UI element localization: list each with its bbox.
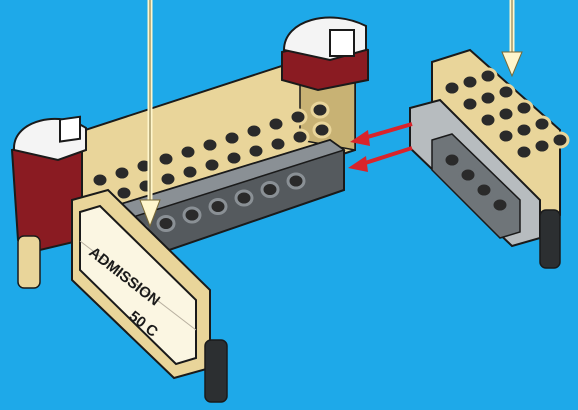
stud (114, 166, 130, 180)
right-pillar (282, 18, 368, 90)
stud (498, 107, 514, 121)
stud (160, 172, 176, 186)
stud (158, 217, 174, 231)
stud (516, 101, 532, 115)
stud (210, 200, 226, 214)
stud (492, 198, 508, 212)
stud (116, 186, 132, 200)
stud (314, 123, 330, 137)
stud (158, 152, 174, 166)
stud (516, 123, 532, 137)
stud (534, 117, 550, 131)
stud (236, 191, 252, 205)
stud (480, 91, 496, 105)
stud (290, 110, 306, 124)
stud (480, 69, 496, 83)
stud (92, 173, 108, 187)
stud (462, 97, 478, 111)
stud (462, 75, 478, 89)
stud (224, 131, 240, 145)
stud (498, 129, 514, 143)
stud (476, 183, 492, 197)
stud (270, 137, 286, 151)
stud (262, 183, 278, 197)
stud (444, 153, 460, 167)
stud (288, 174, 304, 188)
stud (312, 103, 328, 117)
stud (268, 117, 284, 131)
stud (534, 139, 550, 153)
stud (498, 85, 514, 99)
stud (204, 158, 220, 172)
stud (180, 145, 196, 159)
stud (444, 81, 460, 95)
stud (226, 151, 242, 165)
stud (184, 208, 200, 222)
stud (480, 113, 496, 127)
stud (202, 138, 218, 152)
stud (182, 165, 198, 179)
stud (292, 130, 308, 144)
stud (516, 145, 532, 159)
stud (248, 144, 264, 158)
stud (460, 168, 476, 182)
stud (552, 133, 568, 147)
stud (246, 124, 262, 138)
